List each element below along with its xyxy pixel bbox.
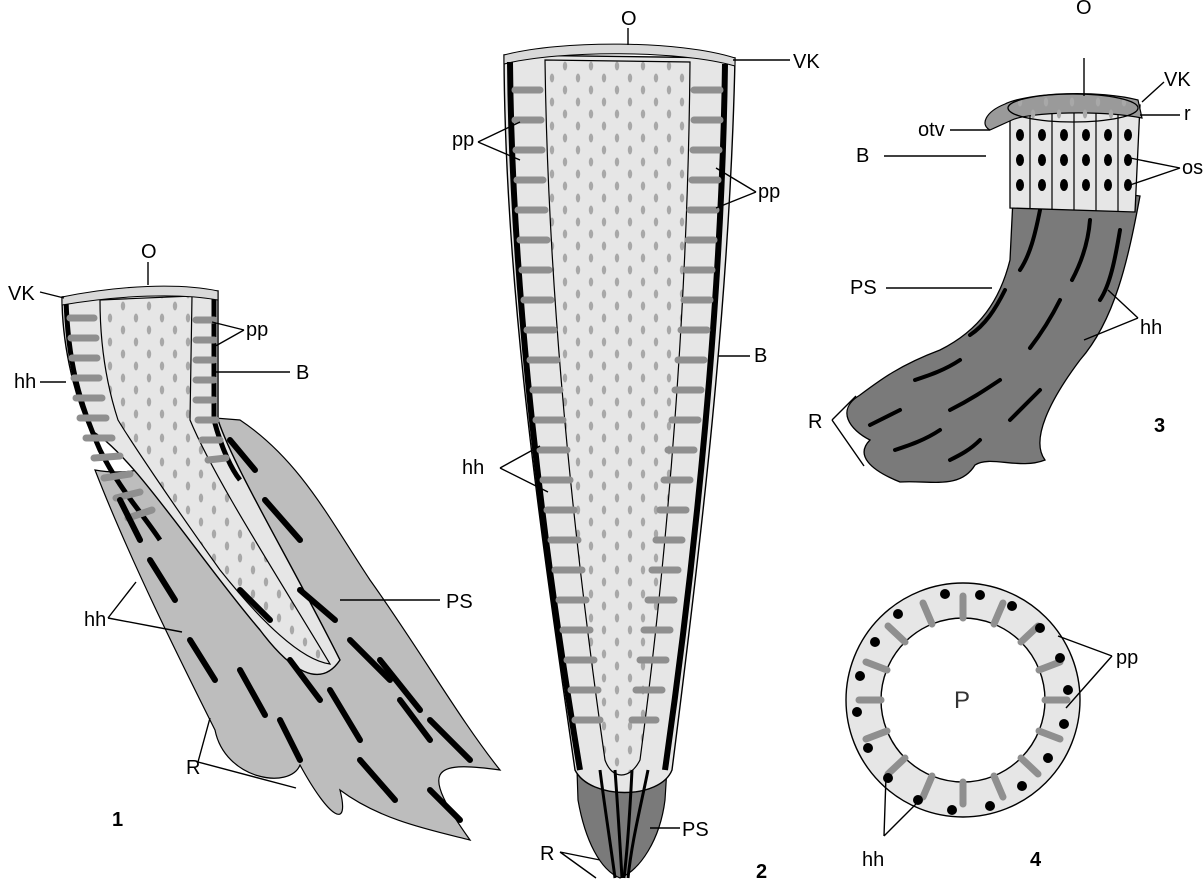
label-os-panel3: os [1182, 157, 1203, 179]
label-pp-panel1: pp [246, 319, 268, 341]
label-hh-panel4: hh [862, 849, 884, 871]
panel3-opening [1008, 94, 1138, 122]
panel2-leader-R [560, 852, 600, 878]
panel-number-4: 4 [1030, 849, 1042, 871]
label-R-panel3: R [808, 411, 822, 433]
label-R-panel1: R [186, 757, 200, 779]
label-B-panel3: B [856, 145, 869, 167]
label-VK-panel1: VK [8, 283, 35, 305]
panel-3 [832, 58, 1180, 482]
panel-4 [846, 583, 1112, 836]
panel-1 [40, 262, 500, 840]
label-R-panel2: R [540, 843, 554, 865]
label-PS-panel1: PS [446, 591, 473, 613]
panel-number-1: 1 [112, 809, 123, 831]
label-B-panel2: B [754, 345, 767, 367]
label-hh-panel2: hh [462, 457, 484, 479]
label-otv-panel3: otv [918, 119, 945, 141]
label-PS-panel2: PS [682, 819, 709, 841]
panel3-sheath [847, 178, 1140, 482]
panel3-leader-VK [1142, 82, 1164, 102]
label-VK-panel3: VK [1164, 69, 1191, 91]
label-hh-panel1-top: hh [14, 371, 36, 393]
label-r-panel3: r [1184, 103, 1191, 125]
label-O-panel3: O [1076, 0, 1092, 19]
label-pp-panel2-left: pp [452, 129, 474, 151]
label-VK-panel2: VK [793, 51, 820, 73]
panel-number-3: 3 [1154, 415, 1165, 437]
label-PS-panel3: PS [850, 277, 877, 299]
label-B-panel1: B [296, 362, 309, 384]
label-pp-panel4: pp [1116, 647, 1138, 669]
label-hh-panel3: hh [1140, 317, 1162, 339]
panel-2 [478, 28, 790, 878]
label-P-panel4: P [954, 687, 970, 714]
label-pp-panel2-right: pp [758, 181, 780, 203]
panel-number-2: 2 [756, 861, 767, 881]
label-O-panel1: O [141, 241, 157, 263]
label-hh-panel1: hh [84, 609, 106, 631]
label-O-panel2: O [621, 8, 637, 30]
panel1-leader-VK [40, 292, 64, 298]
